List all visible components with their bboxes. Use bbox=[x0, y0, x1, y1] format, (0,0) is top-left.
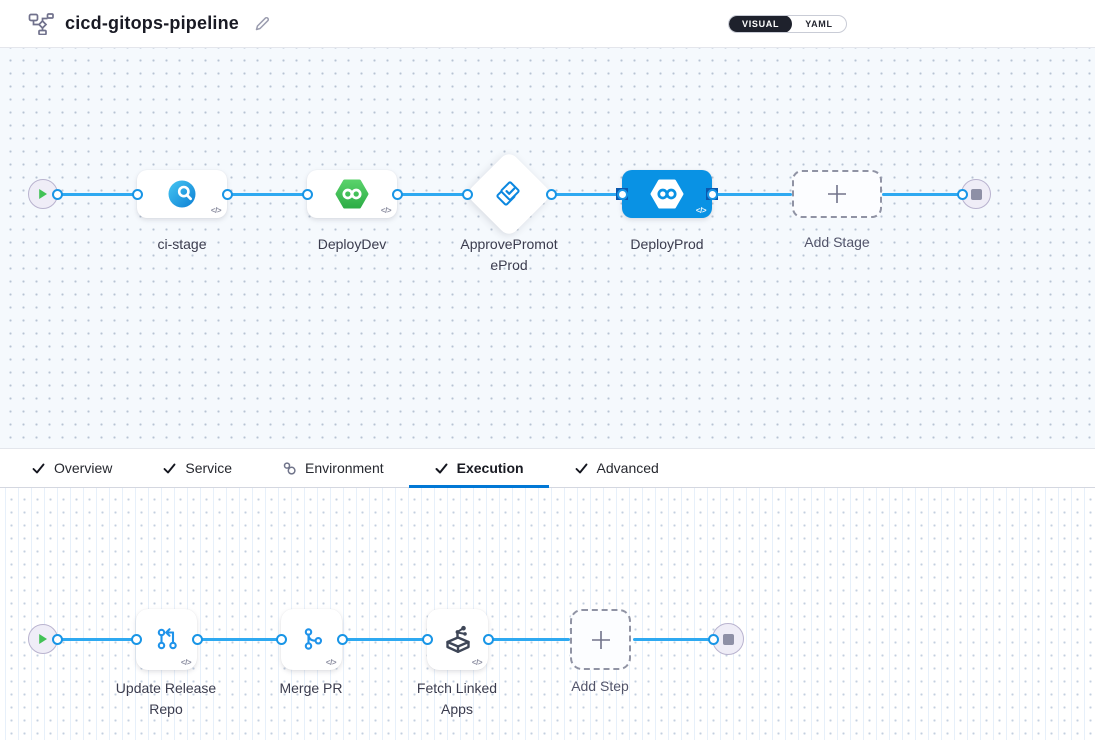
code-chip: </> bbox=[471, 658, 483, 667]
port[interactable] bbox=[545, 189, 557, 200]
edge bbox=[633, 638, 713, 641]
port[interactable] bbox=[707, 634, 719, 645]
code-chip: </> bbox=[180, 658, 192, 667]
tab-label: Advanced bbox=[596, 460, 659, 476]
port[interactable] bbox=[131, 189, 143, 200]
step-label: Fetch Linked Apps bbox=[416, 680, 498, 717]
port[interactable] bbox=[191, 634, 203, 645]
play-icon bbox=[39, 189, 47, 199]
check-icon bbox=[162, 461, 177, 476]
git-merge-icon bbox=[304, 627, 322, 650]
pipeline-header: cicd-gitops-pipeline VISUAL YAML bbox=[0, 0, 1095, 48]
tab-service[interactable]: Service bbox=[137, 449, 257, 487]
stage-label: DeployDev bbox=[317, 236, 387, 252]
edge bbox=[551, 193, 622, 196]
port[interactable] bbox=[336, 634, 348, 645]
step-label: Merge PR bbox=[279, 680, 343, 696]
step-label: Update Release Repo bbox=[115, 680, 217, 717]
port[interactable] bbox=[51, 189, 63, 200]
stage-node-deployprod[interactable]: </> bbox=[622, 170, 712, 218]
git-pull-request-icon bbox=[157, 627, 177, 649]
edge bbox=[227, 193, 307, 196]
stage-node-deploydev[interactable]: </> bbox=[307, 170, 397, 218]
code-chip: </> bbox=[210, 206, 222, 215]
port[interactable] bbox=[956, 189, 968, 200]
ci-build-icon bbox=[168, 180, 196, 208]
stage-canvas[interactable]: </> </> bbox=[0, 48, 1095, 448]
port[interactable] bbox=[221, 189, 233, 200]
code-chip: </> bbox=[325, 658, 337, 667]
play-icon bbox=[39, 634, 47, 644]
approval-diamond-icon[interactable] bbox=[494, 179, 524, 209]
cd-hexagon-icon bbox=[335, 179, 369, 209]
stage-label: DeployProd bbox=[630, 236, 704, 252]
edge bbox=[488, 638, 570, 641]
stop-icon bbox=[970, 188, 982, 200]
tab-execution[interactable]: Execution bbox=[408, 449, 549, 488]
edge bbox=[882, 193, 962, 196]
fetch-linked-apps-icon bbox=[445, 625, 470, 653]
check-icon bbox=[434, 461, 449, 476]
port[interactable] bbox=[461, 189, 473, 200]
port[interactable] bbox=[391, 189, 403, 200]
port[interactable] bbox=[421, 634, 433, 645]
edge bbox=[397, 193, 467, 196]
tab-overview[interactable]: Overview bbox=[6, 449, 137, 487]
check-icon bbox=[574, 461, 589, 476]
tab-label: Environment bbox=[305, 460, 384, 476]
tab-label: Service bbox=[185, 460, 233, 476]
add-stage-button[interactable] bbox=[792, 170, 882, 218]
port[interactable] bbox=[301, 189, 313, 200]
stage-node-ci-stage[interactable]: </> bbox=[137, 170, 227, 218]
port[interactable] bbox=[616, 189, 628, 200]
plus-icon bbox=[828, 185, 846, 203]
edge bbox=[57, 193, 137, 196]
code-chip: </> bbox=[380, 206, 392, 215]
cd-hexagon-icon bbox=[650, 179, 684, 209]
stage-label: Add Stage bbox=[804, 234, 870, 250]
step-node-update-release-repo[interactable]: </> bbox=[136, 609, 197, 670]
port[interactable] bbox=[130, 634, 142, 645]
execution-canvas[interactable]: </> </> bbox=[0, 488, 1095, 740]
page-title: cicd-gitops-pipeline bbox=[65, 13, 240, 33]
tab-advanced[interactable]: Advanced bbox=[549, 449, 684, 487]
environment-icon bbox=[282, 461, 297, 476]
edit-pencil-icon[interactable] bbox=[254, 15, 271, 32]
stage-label: ci-stage bbox=[157, 236, 207, 252]
port[interactable] bbox=[51, 634, 63, 645]
edge bbox=[342, 638, 427, 641]
step-node-merge-pr[interactable]: </> bbox=[281, 609, 342, 670]
port[interactable] bbox=[482, 634, 494, 645]
check-icon bbox=[31, 461, 46, 476]
stage-config-tabbar: Overview Service Environment Execution bbox=[0, 448, 1095, 488]
port[interactable] bbox=[706, 189, 718, 200]
code-chip: </> bbox=[695, 206, 707, 215]
plus-icon bbox=[591, 630, 610, 649]
stage-label: ApprovePromoteProd bbox=[460, 236, 558, 273]
add-step-button[interactable] bbox=[570, 609, 631, 670]
pipeline-flow-icon bbox=[28, 12, 54, 35]
step-node-fetch-linked-apps[interactable]: </> bbox=[427, 609, 488, 670]
tab-label: Overview bbox=[54, 460, 113, 476]
tab-label: Execution bbox=[456, 460, 524, 476]
stop-icon bbox=[722, 633, 734, 645]
edge bbox=[712, 193, 792, 196]
port[interactable] bbox=[275, 634, 287, 645]
step-label: Add Step bbox=[571, 678, 629, 694]
edge bbox=[197, 638, 281, 641]
tab-environment[interactable]: Environment bbox=[257, 449, 409, 487]
visual-yaml-toggle: VISUAL YAML bbox=[728, 14, 847, 33]
toggle-visual-button[interactable]: VISUAL bbox=[729, 15, 793, 32]
toggle-yaml-button[interactable]: YAML bbox=[792, 16, 845, 32]
edge bbox=[57, 638, 136, 641]
